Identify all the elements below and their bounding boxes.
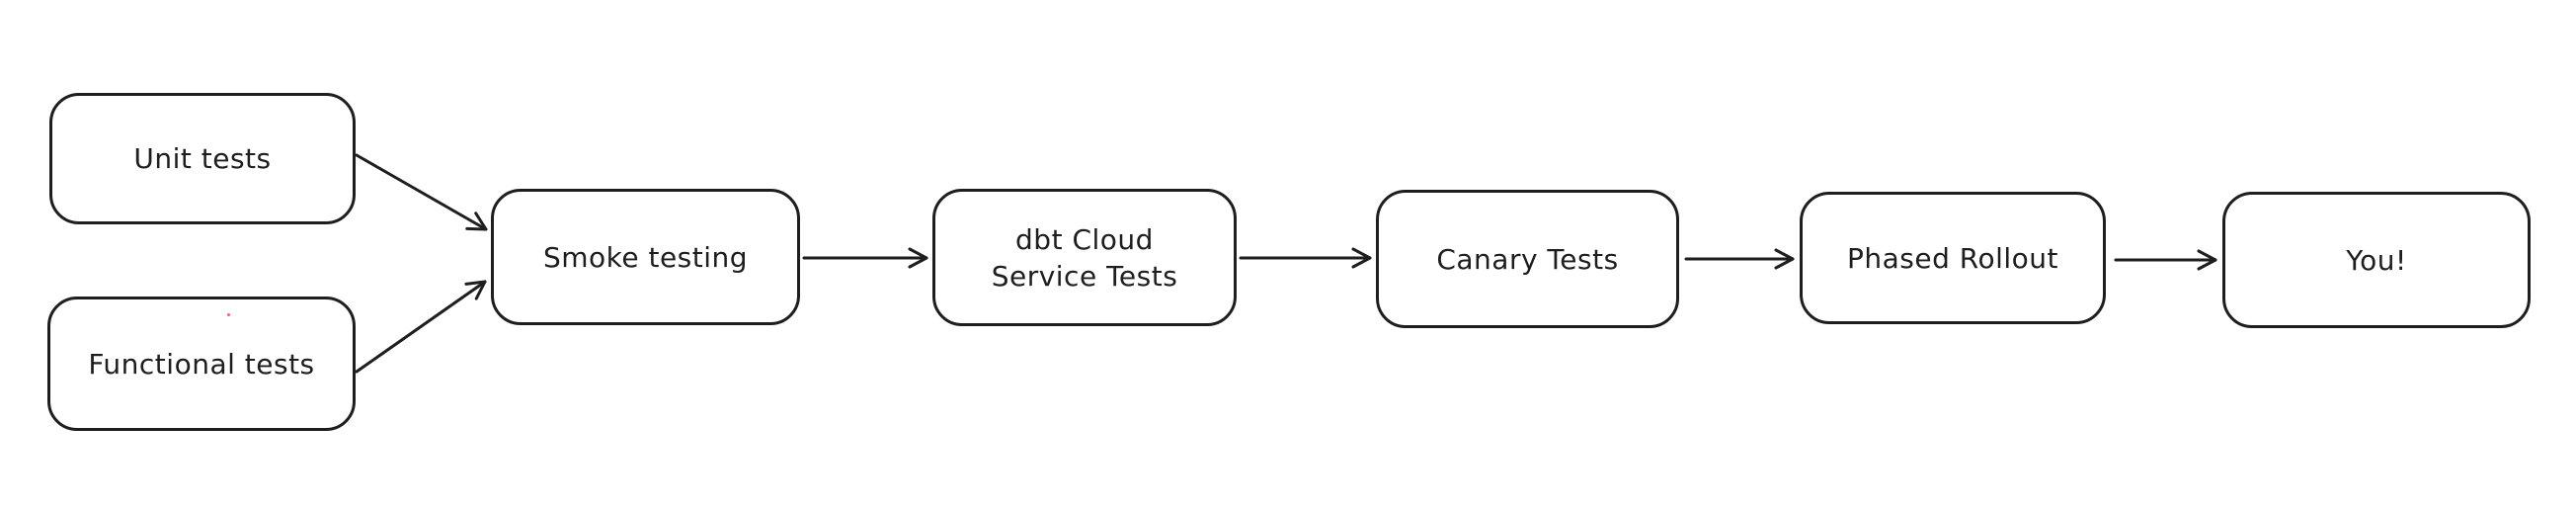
node-you[interactable]: You!: [2222, 192, 2531, 328]
node-dbt-label-line-1: dbt Cloud: [1015, 222, 1154, 256]
node-phased-rollout-label: Phased Rollout: [1846, 241, 2059, 275]
stray-red-dot-artifact: [227, 313, 230, 316]
node-smoke-testing-label: Smoke testing: [542, 240, 749, 274]
node-unit-tests[interactable]: Unit tests: [49, 93, 356, 224]
arrow-unit-tests-to-smoke-testing[interactable]: [355, 153, 488, 231]
node-you-label: You!: [2346, 243, 2407, 277]
node-functional-tests[interactable]: Functional tests: [47, 297, 356, 431]
node-phased-rollout[interactable]: Phased Rollout: [1800, 192, 2106, 324]
arrow-functional-tests-to-smoke-testing[interactable]: [355, 280, 487, 374]
node-canary-tests-label: Canary Tests: [1436, 242, 1619, 276]
node-canary-tests[interactable]: Canary Tests: [1376, 190, 1679, 328]
node-dbt-cloud-service-tests[interactable]: dbt Cloud Service Tests: [932, 189, 1237, 326]
node-unit-tests-label: Unit tests: [133, 142, 272, 175]
node-functional-tests-label: Functional tests: [88, 347, 315, 381]
node-smoke-testing[interactable]: Smoke testing: [491, 189, 800, 325]
node-dbt-cloud-service-tests-label: dbt Cloud Service Tests: [992, 221, 1178, 295]
arrow-shaft: [355, 280, 487, 374]
node-dbt-label-line-2: Service Tests: [991, 259, 1178, 293]
arrow-shaft: [355, 153, 488, 231]
